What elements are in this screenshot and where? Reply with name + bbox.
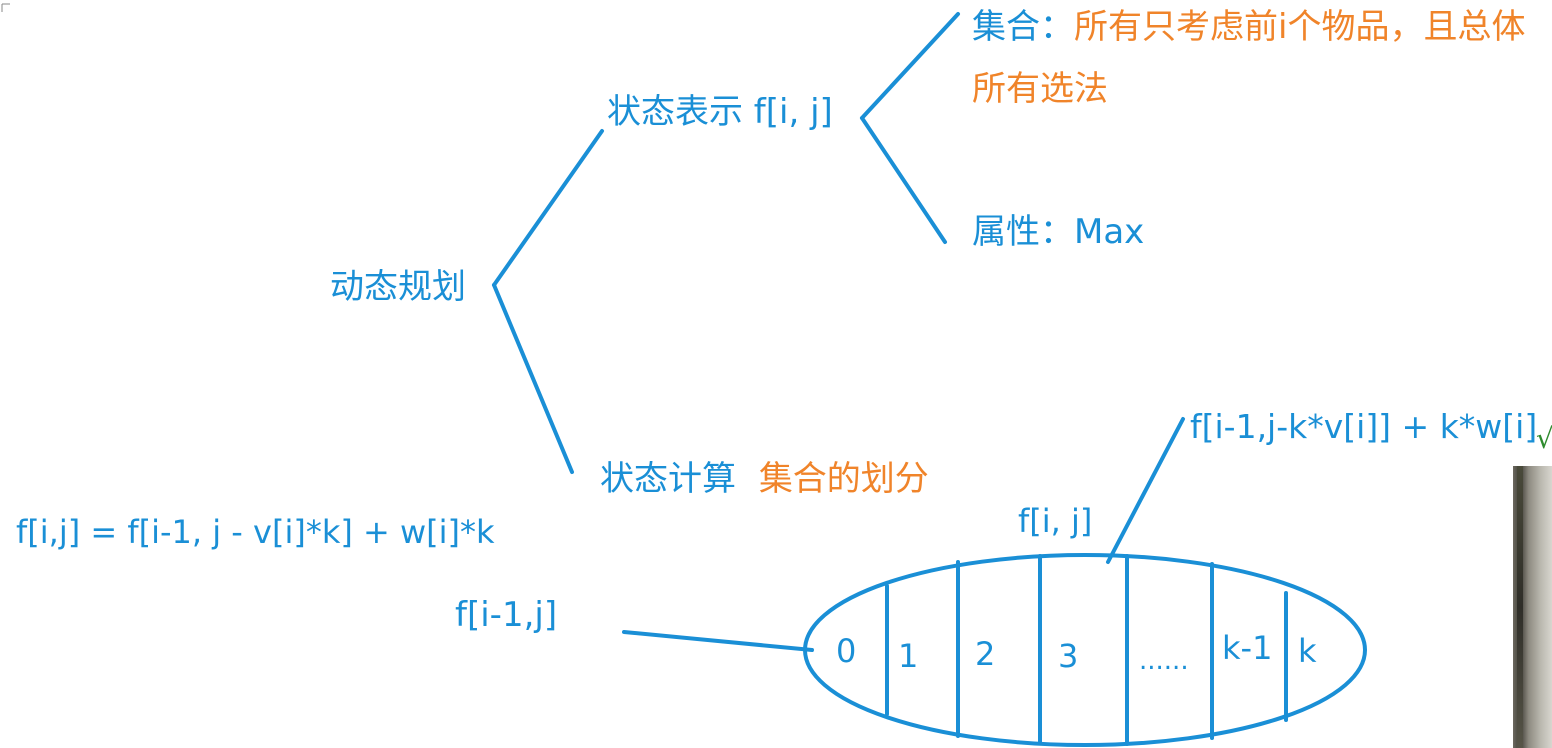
partition-cell-k-minus-1: k-1 [1222, 632, 1272, 664]
attr-label: 属性：Max [972, 215, 1144, 249]
webcam-frame-edge [1517, 466, 1523, 748]
pointer-f-prev [624, 632, 812, 650]
branch-to-set [862, 14, 958, 118]
check-glyph: √ [1536, 425, 1552, 453]
partition-cell-0: 0 [836, 635, 856, 667]
root-label: 动态规划 [330, 270, 466, 304]
set-prefix: 集合： [972, 7, 1074, 47]
set-desc-line1: 所有只考虑前i个物品，且总体 [1074, 7, 1525, 47]
partition-cell-3: 3 [1058, 640, 1078, 672]
partition-cell-2: 2 [975, 638, 995, 670]
f-prev-label: f[i-1,j] [455, 598, 557, 632]
partition-label: 集合的划分 [759, 459, 929, 499]
partition-cell-ellipsis: ...... [1139, 648, 1189, 674]
recurrence-formula: f[i,j] = f[i-1, j - v[i]*k] + w[i]*k [16, 516, 495, 548]
f-k-formula: f[i-1,j-k*v[i]] + k*w[i] [1190, 410, 1537, 443]
pointer-k-formula [1108, 419, 1183, 562]
partition-cell-1: 1 [898, 640, 918, 672]
partition-cell-k: k [1298, 635, 1317, 667]
state-repr-label: 状态表示 f[i, j] [607, 95, 833, 129]
set-desc-line2: 所有选法 [972, 72, 1108, 106]
fij-label: f[i, j] [1018, 505, 1092, 537]
state-calc-row: 状态计算 集合的划分 [600, 462, 929, 496]
webcam-overlay [1513, 466, 1552, 748]
branch-to-attr [862, 118, 945, 242]
state-calc-label: 状态计算 [600, 459, 736, 499]
branch-root-to-state-repr [494, 131, 602, 285]
set-definition: 集合：所有只考虑前i个物品，且总体 [972, 10, 1525, 44]
corner-mark [2, 4, 10, 12]
branch-root-to-state-calc [494, 285, 572, 472]
